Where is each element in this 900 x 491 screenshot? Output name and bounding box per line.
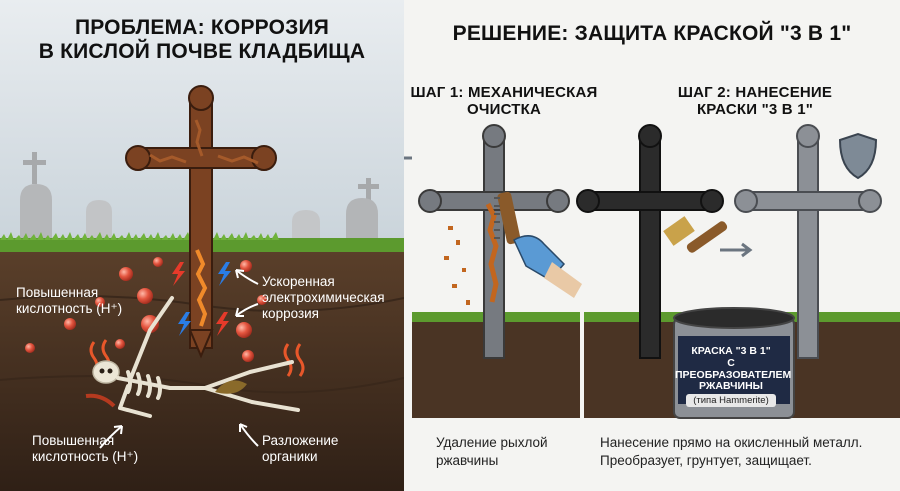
leaf-icon	[215, 380, 247, 394]
tombstone-right	[346, 198, 378, 246]
paint-can-label: КРАСКА "3 В 1" С ПРЕОБРАЗОВАТЕЛЕМ РЖАВЧИ…	[675, 345, 792, 393]
paint-can-sublabel: (типа Hammerite)	[686, 394, 776, 407]
solution-title: РЕШЕНИЕ: ЗАЩИТА КРАСКОЙ "3 В 1"	[452, 22, 852, 45]
solution-panel	[404, 0, 900, 491]
tombstone-small-right	[292, 210, 320, 246]
tombstone-cross-left	[23, 152, 46, 184]
worm-icon	[85, 393, 116, 408]
tombstone-cross-right	[358, 178, 379, 200]
problem-illustration	[0, 0, 404, 491]
label-arrows	[99, 269, 259, 449]
step1-title: ШАГ 1: МЕХАНИЧЕСКАЯ ОЧИСТКА	[410, 84, 598, 119]
step2-scene	[576, 118, 900, 419]
wire-brush-icon	[494, 191, 521, 245]
problem-panel	[0, 0, 404, 491]
step1-caption: Удаление рыхлой ржавчины	[436, 435, 548, 469]
label-acidity-top: Повышенная кислотность (H⁺)	[16, 285, 123, 317]
skeleton	[92, 296, 300, 418]
problem-title: ПРОБЛЕМА: КОРРОЗИЯ В КИСЛОЙ ПОЧВЕ КЛАДБИ…	[38, 16, 366, 64]
paint-can-icon	[673, 307, 795, 419]
shield-icon	[838, 132, 878, 180]
tombstone-mid	[86, 200, 112, 246]
step2-caption: Нанесение прямо на окисленный металл. Пр…	[600, 435, 863, 469]
label-decomposition: Разложение органики	[262, 433, 339, 465]
rusty-cross	[125, 85, 277, 359]
label-acidity-bottom: Повышенная кислотность (H⁺)	[32, 433, 139, 465]
acid-bubbles	[25, 257, 267, 362]
step1-scene	[412, 118, 582, 418]
steel-cross	[734, 124, 882, 359]
solution-illustration	[404, 118, 900, 419]
tombstone-left	[20, 184, 52, 246]
rusty-cross-step1	[418, 124, 570, 359]
gloved-hand-icon	[513, 235, 582, 298]
paintbrush-icon	[663, 216, 728, 253]
rust-flakes	[444, 226, 470, 305]
lightning-icon	[172, 262, 231, 336]
black-painted-cross	[576, 124, 724, 359]
step2-title: ШАГ 2: НАНЕСЕНИЕ КРАСКИ "3 В 1"	[677, 84, 833, 119]
label-corrosion: Ускоренная электрохимическая коррозия	[262, 274, 385, 322]
